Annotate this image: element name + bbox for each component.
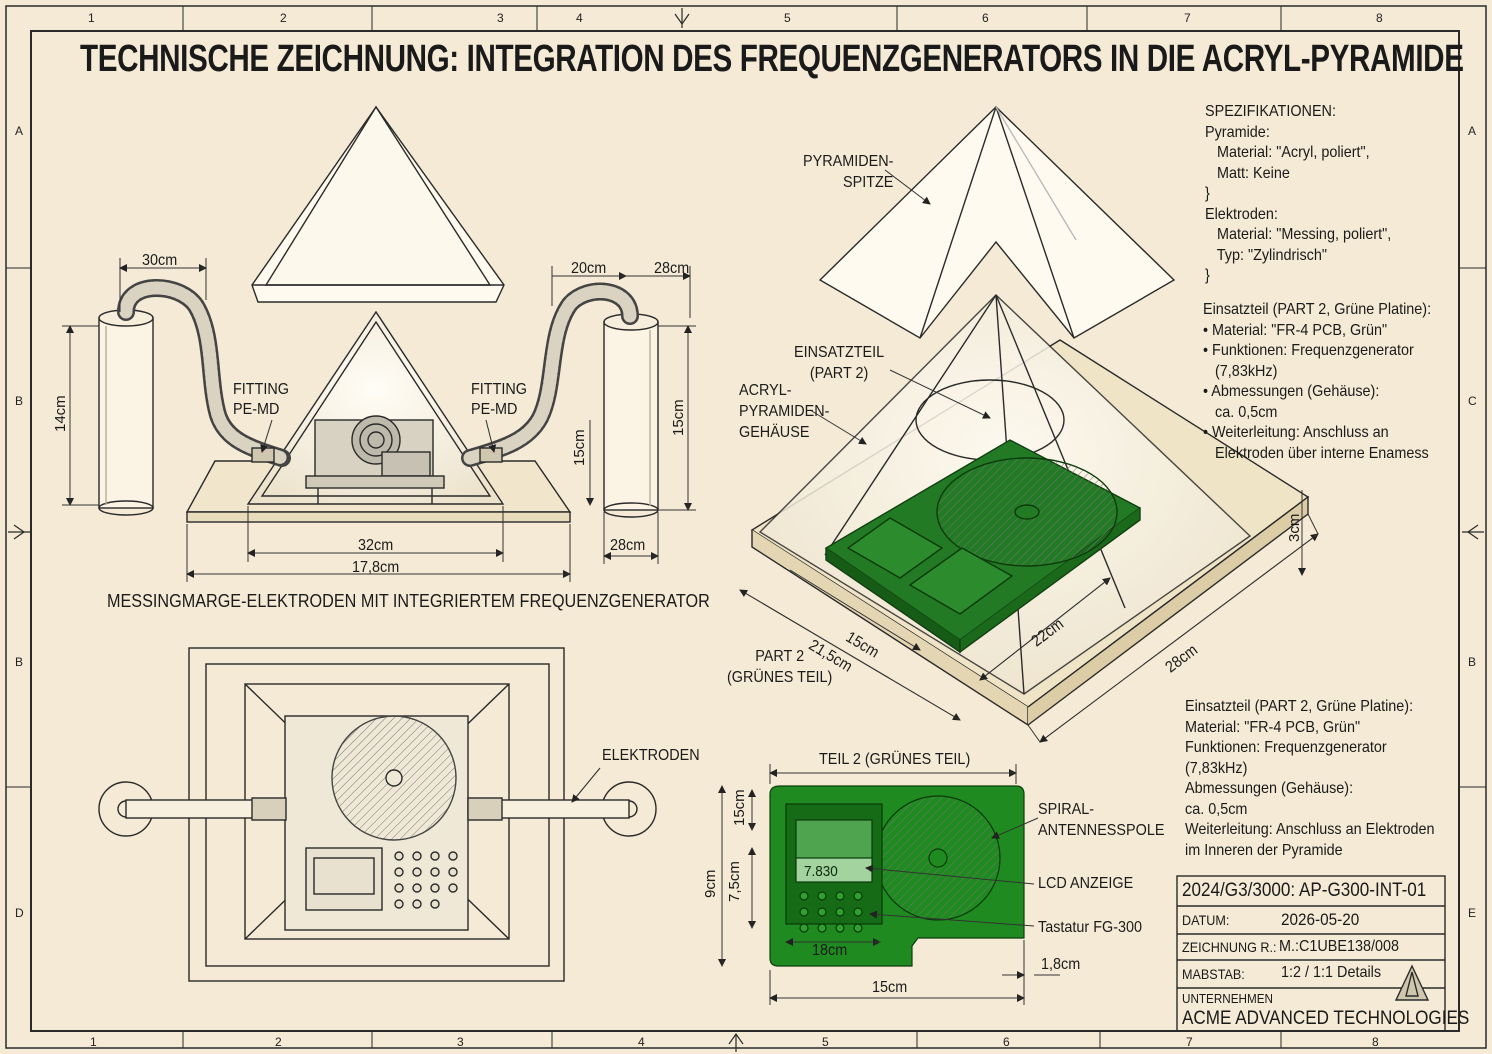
pcb-iso (824, 439, 1142, 654)
iso-view (739, 106, 1319, 743)
grid-top-8: 8 (1376, 11, 1383, 25)
dim-15cm-pcb-v: 15cm (731, 789, 748, 826)
dim-17-8cm: 17,8cm (352, 559, 400, 576)
grid-right-c: C (1468, 394, 1477, 408)
grid-bottom-7: 7 (1186, 1035, 1193, 1049)
grid-top-5: 5 (784, 11, 791, 25)
zeichnung-value: M.:C1UBE138/008 (1279, 938, 1400, 955)
grid-top-2: 2 (280, 11, 287, 25)
front-view (62, 105, 696, 582)
pyramid-cap-iso (818, 106, 1176, 339)
specs-middle: Einsatzteil (PART 2, Grüne Platine): • M… (1203, 301, 1432, 462)
grid-right-e: E (1468, 906, 1477, 920)
spiral-antenna-label: SPIRAL- ANTENNESSPOLE (1038, 801, 1165, 839)
board-front (305, 415, 445, 504)
pyramiden-spitze-label: PYRAMIDEN- SPITZE (803, 153, 894, 191)
specs-top: SPEZIFIKATIONEN: Pyramide: Material: "Ac… (1205, 103, 1392, 284)
grid-top-7: 7 (1184, 11, 1191, 25)
drawing-number: 2024/G3/3000: AP-G300-INT-01 (1182, 880, 1427, 901)
dim-30cm: 30cm (142, 252, 178, 269)
dim-28cm-bottom: 28cm (610, 537, 646, 554)
datum-value: 2026-05-20 (1281, 910, 1360, 929)
dim-7-5cm: 7,5cm (726, 861, 743, 902)
grid-top-3: 3 (497, 11, 504, 25)
keypad-detail (799, 891, 863, 933)
grid-right-b: B (1468, 655, 1477, 669)
dim-3cm-iso: 3cm (1286, 513, 1303, 542)
firma-label: UNTERNEHMEN (1182, 991, 1274, 1006)
keypad-label: Tastatur FG-300 (1038, 919, 1143, 936)
massstab-value: 1:2 / 1:1 Details (1281, 964, 1382, 981)
dim-15cm-inner: 15cm (571, 429, 588, 466)
dim-14cm: 14cm (52, 395, 69, 432)
fitting-right-label: FITTING PE-MD (471, 381, 527, 418)
datum-label: DATUM: (1182, 912, 1230, 928)
title-block-frame (1176, 875, 1446, 1032)
einsatzteil-label: EINSATZTEIL (PART 2) (794, 344, 885, 382)
lcd-label: LCD ANZEIGE (1038, 875, 1134, 892)
top-view (98, 647, 657, 982)
grid-bottom-5: 5 (822, 1035, 829, 1049)
keypad-top (394, 851, 458, 909)
dim-15cm-pcb-h: 15cm (872, 979, 908, 996)
pyramid-body-front (246, 310, 505, 505)
grid-top-6: 6 (982, 11, 989, 25)
grid-top-4: 4 (576, 11, 583, 25)
electrode-right-front (603, 313, 659, 518)
specs-lower: Einsatzteil (PART 2, Grüne Platine): Mat… (1185, 698, 1435, 859)
pcb-detail-title: TEIL 2 (GRÜNES TEIL) (819, 751, 971, 768)
grid-left-b2: B (15, 655, 24, 669)
sheet-frame (5, 5, 1487, 1052)
grid-right-a: A (1468, 124, 1477, 138)
dim-9cm: 9cm (702, 869, 719, 898)
part2-label: PART 2 (GRÜNES TEIL) (727, 648, 833, 686)
dim-18cm: 18cm (812, 942, 848, 959)
fitting-left-label: FITTING PE-MD (233, 381, 289, 418)
gehaeuse-label: ACRYL- PYRAMIDEN- GEHÄUSE (739, 382, 830, 441)
dim-1-8cm: 1,8cm (1041, 956, 1081, 973)
pcb-detail (718, 764, 1060, 1005)
elektroden-label: ELEKTRODEN (602, 747, 700, 764)
grid-bottom-1: 1 (90, 1035, 97, 1049)
grid-bottom-2: 2 (275, 1035, 282, 1049)
lcd-value: 7.830 (804, 863, 838, 880)
zeichnung-label: ZEICHNUNG R.: (1182, 939, 1277, 955)
dim-32cm: 32cm (358, 537, 394, 554)
dim-20cm: 20cm (571, 260, 607, 277)
electrode-left-front (98, 309, 154, 516)
firma-value: ACME ADVANCED TECHNOLOGIES (1182, 1008, 1470, 1029)
grid-bottom-3: 3 (457, 1035, 464, 1049)
grid-top-1: 1 (88, 11, 95, 25)
front-view-caption: MESSINGMARGE-ELEKTRODEN MIT INTEGRIERTEM… (107, 591, 710, 611)
pyramid-logo-icon (1394, 964, 1430, 1001)
massstab-label: MABSTAB: (1182, 966, 1245, 982)
grid-bottom-8: 8 (1372, 1035, 1379, 1049)
grid-left-d: D (15, 906, 24, 920)
grid-bottom-6: 6 (1003, 1035, 1010, 1049)
drawing-title: TECHNISCHE ZEICHNUNG: INTEGRATION DES FR… (80, 38, 1464, 80)
dim-15cm-right: 15cm (670, 399, 687, 436)
grid-bottom-4: 4 (638, 1035, 645, 1049)
grid-left-b1: B (15, 394, 24, 408)
grid-left-a: A (15, 124, 24, 138)
dim-28cm-top: 28cm (654, 260, 690, 277)
